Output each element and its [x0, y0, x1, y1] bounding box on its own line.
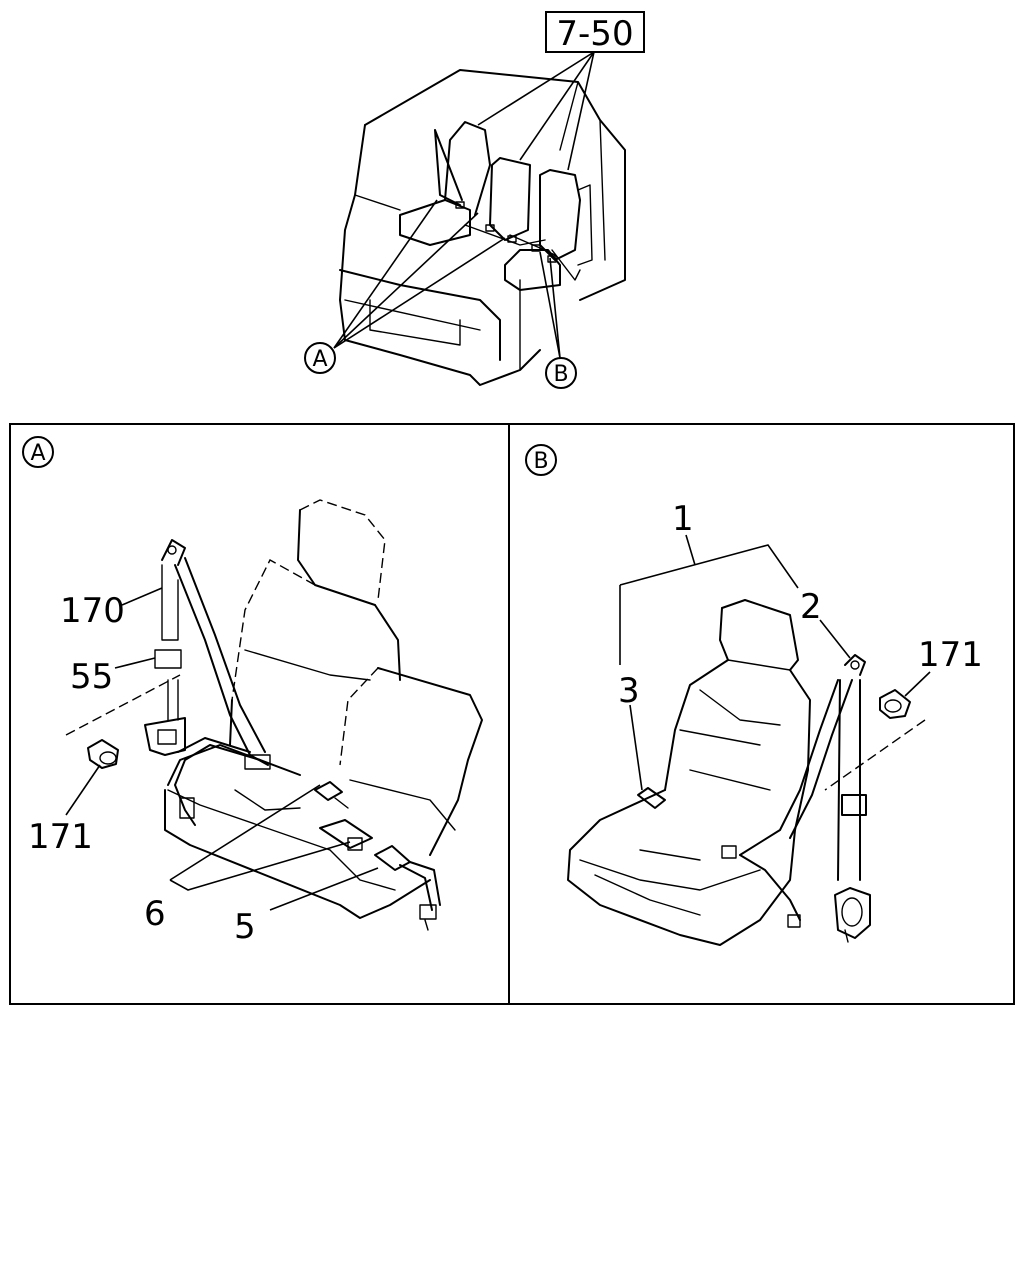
- panel-a-leaders: [65, 587, 379, 911]
- cab-overview: 7-50: [304, 11, 645, 389]
- panel-a-seat: [164, 499, 483, 919]
- label-part-5: 5: [234, 907, 256, 947]
- panel-b-callout-circle: [525, 444, 557, 476]
- b-leaders: [539, 251, 561, 359]
- ref-box-frame: [545, 11, 645, 53]
- panel-b-leaders: [619, 534, 931, 791]
- callout-b-label: B: [553, 362, 568, 387]
- label-part-3: 3: [618, 671, 640, 711]
- a-leaders: [333, 199, 506, 349]
- callout-b-circle: [545, 357, 577, 389]
- panel-b: B: [525, 444, 983, 946]
- label-part-2: 2: [800, 587, 822, 627]
- panel-b-callout-label: B: [533, 449, 548, 474]
- label-part-55: 55: [70, 657, 113, 697]
- panel-a-callout-label: A: [30, 441, 45, 466]
- cab-seats: [399, 121, 593, 291]
- ref-box-label: 7-50: [556, 14, 633, 54]
- panel-a: A: [22, 436, 483, 947]
- panel-b-belt: [637, 654, 871, 943]
- ref-leaders: [477, 51, 595, 171]
- detail-frame: [9, 423, 1015, 1005]
- part-55-bracket: [154, 649, 182, 669]
- label-part-171-b: 171: [918, 635, 983, 675]
- cab-outline: [339, 69, 626, 386]
- panel-b-bolt-171: [879, 689, 911, 719]
- callout-a-label: A: [312, 347, 327, 372]
- panel-a-callout-circle: [22, 436, 54, 468]
- label-part-6: 6: [144, 894, 166, 934]
- label-part-170: 170: [60, 591, 125, 631]
- label-part-171-a: 171: [28, 817, 93, 857]
- panel-b-seat: [567, 599, 811, 946]
- label-part-1: 1: [672, 499, 694, 539]
- callout-a-circle: [304, 342, 336, 374]
- panel-a-belt: [144, 539, 441, 931]
- panel-a-bolt-171: [87, 739, 119, 769]
